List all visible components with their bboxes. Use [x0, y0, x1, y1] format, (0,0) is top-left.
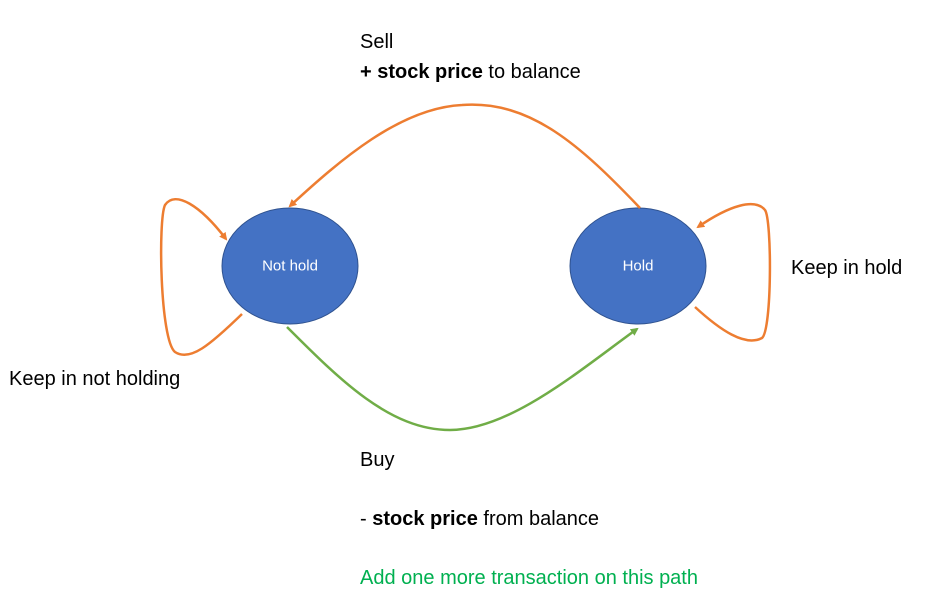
node-not-hold-label: Not hold	[262, 257, 318, 275]
buy-note: Add one more transaction on this path	[360, 567, 698, 589]
buy-rest: from balance	[477, 508, 599, 530]
buy-description: - stock price from balance	[360, 507, 599, 531]
node-not-hold	[221, 207, 359, 325]
sell-bold: + stock price	[360, 61, 483, 83]
buy-arrow	[286, 326, 639, 432]
buy-title: Buy	[360, 449, 395, 471]
sell-rest: to balance	[482, 61, 581, 83]
keep-hold-label: Keep in hold	[791, 257, 903, 279]
sell-title: Sell	[360, 31, 394, 53]
sell-description: + stock price to balance	[360, 60, 581, 84]
sell-arrow	[288, 103, 641, 209]
node-hold-label: Hold	[622, 257, 654, 275]
buy-bold: stock price	[372, 508, 478, 530]
buy-prefix: -	[360, 508, 373, 530]
keep-not-holding-label: Keep in not holding	[9, 368, 181, 390]
node-hold	[569, 207, 707, 325]
keep-hold-loop-arrow	[694, 202, 772, 342]
keep-not-holding-loop-arrow	[159, 198, 243, 357]
